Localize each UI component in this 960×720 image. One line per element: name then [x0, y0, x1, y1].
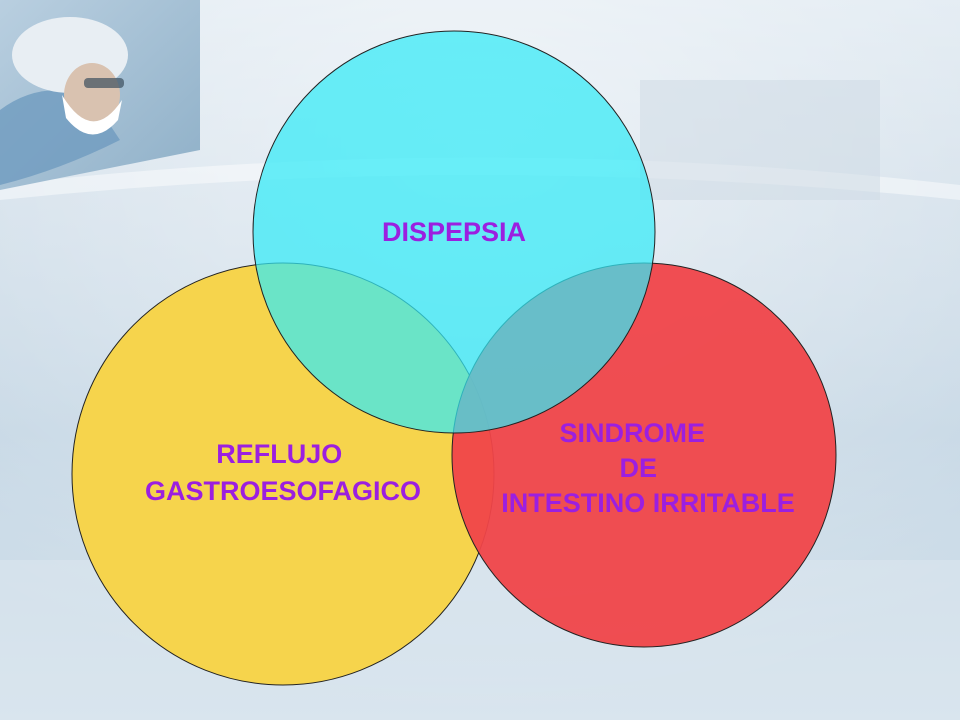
surgeon-photo — [0, 0, 200, 190]
label-sii-line2: DE — [619, 453, 657, 483]
label-dispepsia: DISPEPSIA — [382, 217, 526, 247]
label-sii-line1: SINDROME — [559, 418, 705, 448]
background-panel — [640, 80, 880, 200]
label-reflujo-line1: REFLUJO — [216, 439, 342, 469]
label-reflujo: REFLUJO GASTROESOFAGICO — [145, 439, 421, 506]
label-sii: SINDROME DE INTESTINO IRRITABLE — [501, 418, 795, 518]
label-reflujo-line2: GASTROESOFAGICO — [145, 476, 421, 506]
circle-dispepsia — [252, 30, 656, 434]
label-sii-line3: INTESTINO IRRITABLE — [501, 488, 795, 518]
